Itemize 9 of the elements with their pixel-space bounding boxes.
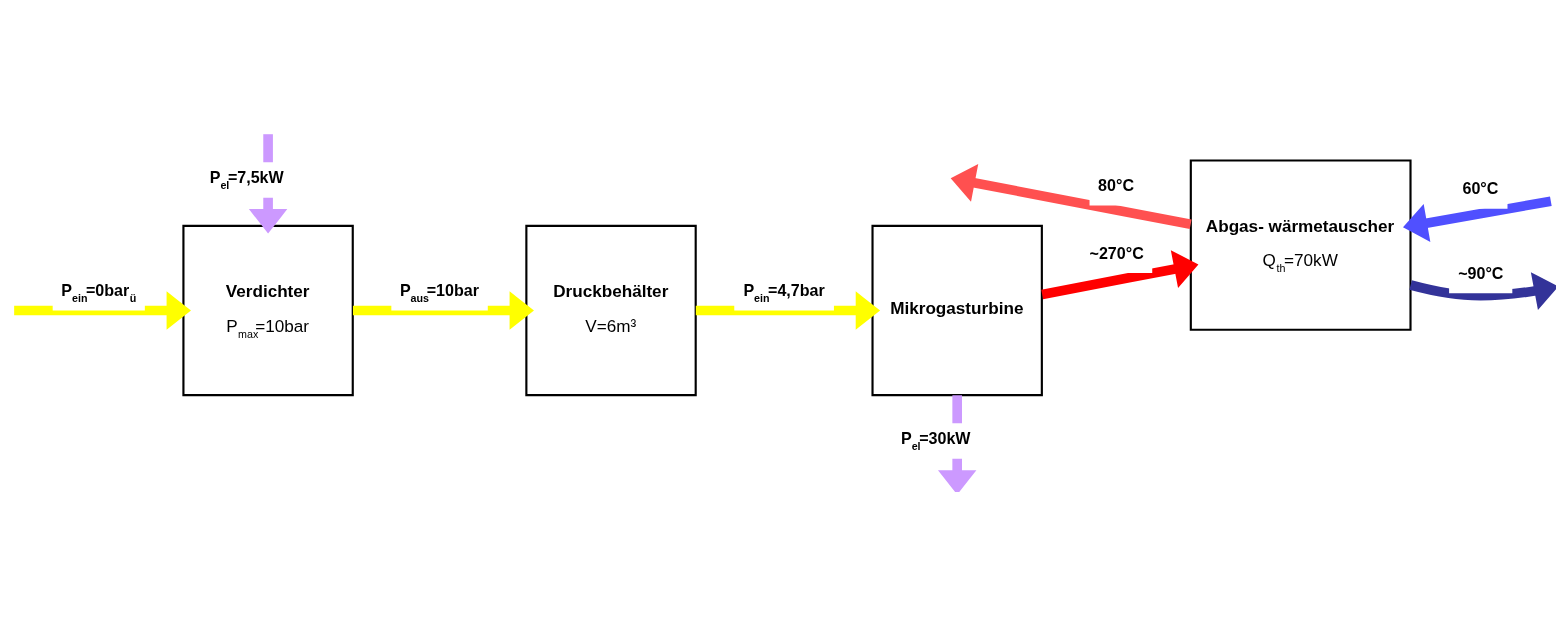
edge-label: P$_{ein}$=4,7bar	[742, 280, 825, 304]
edge-label: P$_{ein}$=0bar$_{ü}$	[60, 280, 136, 304]
edge-label: 60°C	[1461, 178, 1498, 197]
edge-label: P$_{el}$=7,5kW	[209, 167, 284, 191]
edge-label: 80°C	[1097, 175, 1134, 194]
edge-label: ~90°C	[1457, 263, 1503, 282]
edge-label: P$_{aus}$=10bar	[399, 280, 479, 304]
edge-label: ~270°C	[1089, 243, 1144, 262]
edge-label: P$_{el}$=30kW	[900, 428, 970, 452]
